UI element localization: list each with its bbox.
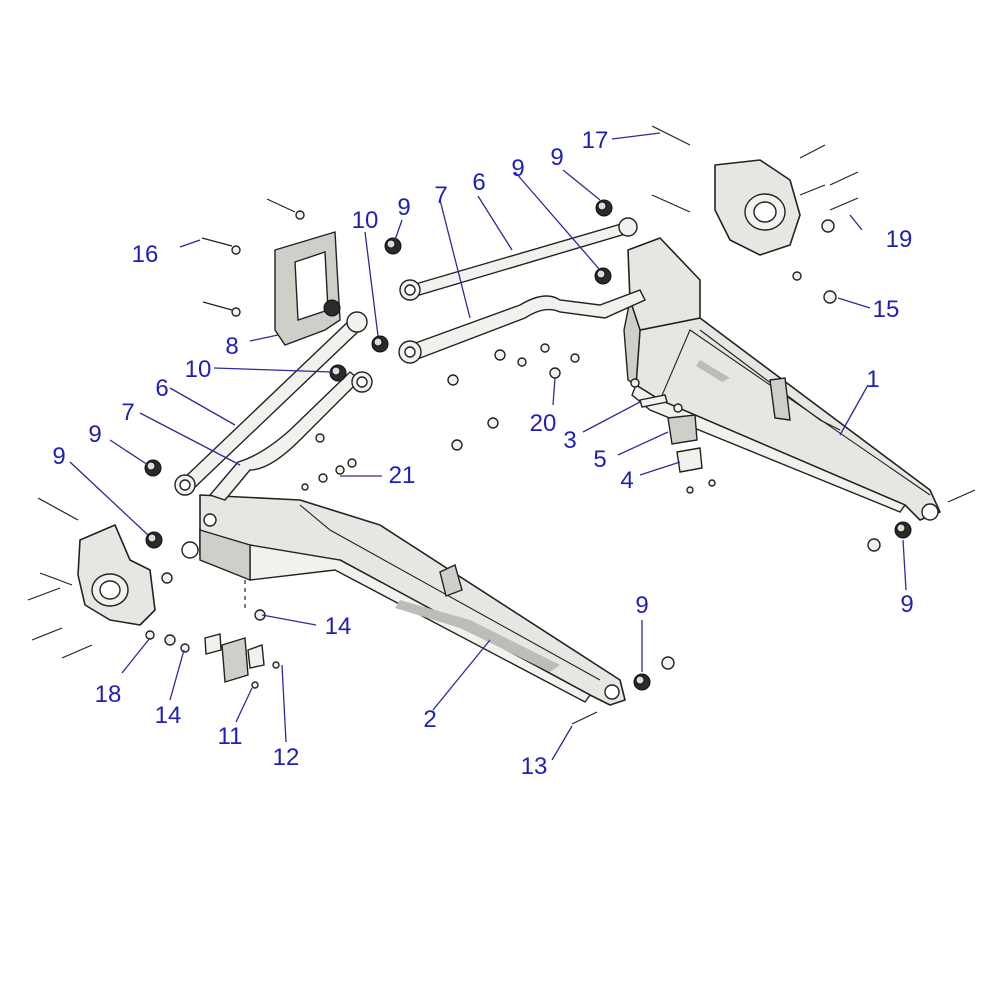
callout-11: 11 bbox=[218, 723, 243, 750]
callout-10-b: 10 bbox=[185, 356, 212, 383]
plate-3 bbox=[639, 394, 668, 408]
callout-10-a: 10 bbox=[352, 207, 379, 234]
knuckle-right bbox=[714, 159, 801, 256]
callout-labels: 1 2 3 4 5 6 6 7 7 8 9 9 9 9 9 9 9 10 10 … bbox=[52, 127, 913, 780]
callout-19: 19 bbox=[886, 226, 913, 253]
callout-5: 5 bbox=[593, 446, 606, 473]
callout-9-f: 9 bbox=[635, 592, 648, 619]
callout-2: 2 bbox=[423, 706, 436, 733]
callout-9-b: 9 bbox=[550, 144, 563, 171]
callout-14-a: 14 bbox=[325, 613, 352, 640]
radius-rod-lower-right bbox=[398, 289, 646, 364]
callout-4: 4 bbox=[620, 467, 633, 494]
trailing-arm-left bbox=[181, 494, 626, 706]
callout-1: 1 bbox=[866, 366, 879, 393]
bushings bbox=[144, 199, 912, 691]
callout-9-a: 9 bbox=[397, 194, 410, 221]
callout-16: 16 bbox=[132, 241, 159, 268]
mount-bracket bbox=[274, 231, 341, 346]
plate-left bbox=[204, 633, 265, 683]
callout-21: 21 bbox=[389, 462, 416, 489]
callout-9-e: 9 bbox=[52, 443, 65, 470]
callout-18: 18 bbox=[95, 681, 122, 708]
bolts bbox=[27, 125, 976, 725]
callout-14-b: 14 bbox=[155, 702, 182, 729]
radius-rod-lower-left bbox=[208, 371, 373, 501]
bracket-4 bbox=[676, 447, 703, 473]
radius-rod-upper-right bbox=[399, 217, 638, 301]
callout-3: 3 bbox=[563, 427, 576, 454]
callout-17: 17 bbox=[582, 127, 609, 154]
callout-7-left: 7 bbox=[121, 399, 134, 426]
callout-6-left: 6 bbox=[155, 375, 168, 402]
callout-9-d: 9 bbox=[88, 421, 101, 448]
callout-8: 8 bbox=[225, 333, 238, 360]
callout-20: 20 bbox=[530, 410, 557, 437]
nuts bbox=[145, 210, 881, 689]
leader-lines bbox=[69, 132, 907, 761]
knuckle-left bbox=[77, 524, 156, 626]
callout-9-g: 9 bbox=[900, 591, 913, 618]
trailing-arm-right bbox=[623, 237, 941, 521]
callout-13: 13 bbox=[521, 753, 548, 780]
callout-12: 12 bbox=[273, 744, 300, 771]
callout-7-right: 7 bbox=[434, 182, 447, 209]
plate-5 bbox=[667, 414, 698, 445]
radius-rod-upper-left bbox=[174, 311, 368, 496]
callout-6-right: 6 bbox=[472, 169, 485, 196]
callout-9-c: 9 bbox=[511, 155, 524, 182]
callout-15: 15 bbox=[873, 296, 900, 323]
